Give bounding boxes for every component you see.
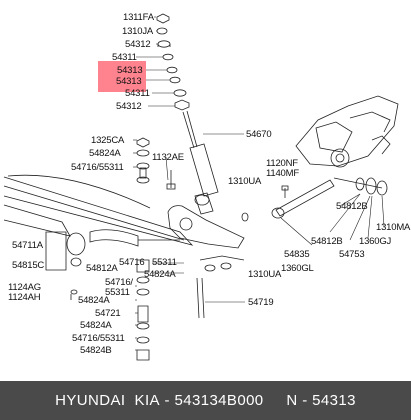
top-stack-parts [156,13,190,111]
u-bolt [196,277,245,319]
label-54670: 54670 [246,129,272,140]
label-54824a-2: 54824A [144,269,176,280]
label-1124ag: 1124AG [8,282,41,293]
label-54824a-4: 54824A [80,320,112,331]
label-1120nf: 1120NF [266,158,298,169]
label-1360gl: 1360GL [281,263,314,274]
label-1140mf: 1140MF [266,168,299,179]
label-54812b-1: 54812B [336,201,368,212]
label-1310ua-1: 1310UA [228,176,262,187]
label-54824b: 54824B [80,345,112,356]
part-number-banner: HYUNDAI KIA - 543134B000 N - 54313 [0,381,411,420]
label-1124ah: 1124AH [8,292,41,303]
label-54835: 54835 [284,249,310,260]
label-1325ca: 1325CA [91,135,125,146]
part-number: 543134B000 [174,392,264,409]
bolt-1132ae [166,170,176,190]
label-54824a-3: 54824A [78,295,110,306]
label-1132ae: 1132AE [152,152,184,163]
label-54753: 54753 [339,249,365,260]
label-54711a: 54711A [12,240,43,251]
label-54716-2: 54716 [119,257,145,268]
label-54815c: 54815C [12,260,45,271]
label-55311-2: 55311 [105,287,130,298]
frame-bracket [295,95,399,168]
leaf-spring [3,174,194,300]
label-54313-b: 54313 [116,76,142,87]
suspension-drawing [3,13,399,361]
separator-1: - [159,392,175,409]
label-54311-bot: 54311 [125,88,150,99]
label-1310ma: 1310MA [376,222,411,233]
label-1360gj: 1360GJ [359,236,392,247]
label-54312-bot: 54312 [116,101,142,112]
left-stack-parts [133,137,184,361]
brand-text: HYUNDAI KIA [55,392,160,409]
lower-mount-bracket [167,205,249,272]
label-1310ua-2: 1310UA [248,269,282,280]
label-54716-3: 54716/ [105,277,133,288]
label-54311-top: 54311 [112,52,137,63]
label-54313-a: 54313 [117,65,143,76]
label-1310ja: 1310JA [122,26,154,37]
label-54719: 54719 [248,297,274,308]
label-54812b-2: 54812B [311,236,343,247]
highlight-54313 [98,61,146,92]
label-54716-55311-4: 54716/55311 [72,333,125,344]
shock-absorber [182,110,244,215]
label-54716-55311-1: 54716/55311 [71,162,124,173]
label-54812a: 54812A [86,263,118,274]
label-54721: 54721 [95,308,121,319]
label-54312-top: 54312 [125,39,151,50]
reference-number: 54313 [312,392,356,409]
separator-2: N - [263,392,313,409]
label-54824a-1: 54824A [89,148,121,159]
label-1311fa: 1311FA [123,12,154,23]
label-55311-1: 55311 [152,257,177,268]
lateral-rod [271,177,388,246]
top-leaders [136,16,175,107]
